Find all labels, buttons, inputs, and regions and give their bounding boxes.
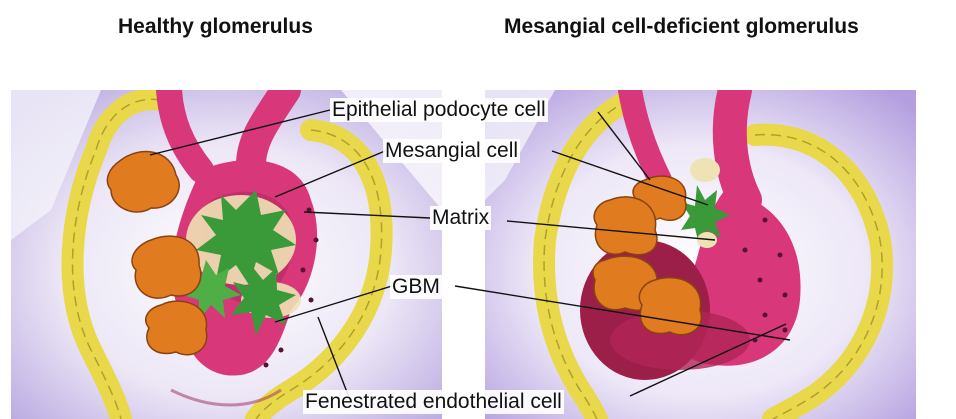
label-epithelial-podocyte-cell: Epithelial podocyte cell (330, 98, 548, 122)
leader-matrix-right (507, 221, 715, 240)
leader-matrix-left (304, 212, 430, 218)
label-mesangial-cell: Mesangial cell (383, 139, 520, 163)
label-fenestrated-endothelial-cell: Fenestrated endothelial cell (303, 390, 564, 414)
leader-mesangial-left (275, 151, 385, 197)
leader-gbm-right (455, 286, 790, 340)
label-gbm: GBM (390, 275, 442, 299)
leader-podocyte-left (150, 110, 330, 155)
leader-gbm-left (275, 286, 392, 322)
leader-endothelial-right (630, 324, 786, 396)
leader-endothelial-left (318, 317, 350, 400)
label-matrix: Matrix (430, 206, 491, 230)
leader-mesangial-right (552, 151, 708, 205)
